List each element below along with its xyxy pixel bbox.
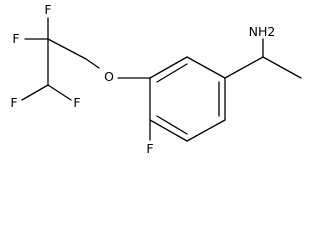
structural-formula: F F F F O F NH2: [10, 2, 302, 156]
ring-double-bond-bottom: [156, 115, 188, 135]
ring-bond-5: [149, 119, 188, 142]
atom-oxygen: O: [104, 69, 114, 84]
atom-f-bottom-left: F: [10, 95, 17, 110]
ring-bond-2: [186, 56, 226, 79]
bond-ch2-o: [85, 58, 100, 69]
ring-bond-4: [186, 119, 226, 142]
atom-f-left: F: [12, 31, 19, 46]
bond-ring-ch: [224, 56, 264, 79]
atom-labels: F F F F O F NH2: [10, 2, 275, 156]
bond-ch-ch3: [262, 56, 302, 79]
atom-f-bottom-right: F: [73, 95, 80, 110]
bond-chf2-f-left: [21, 84, 49, 101]
bonds: [21, 17, 302, 142]
bond-chf2-f-right: [47, 84, 72, 101]
atom-f-ring: F: [146, 141, 153, 156]
atom-f-top: F: [44, 2, 51, 17]
ring-double-bond-top: [156, 63, 188, 83]
bond-cf2-ch2: [47, 38, 87, 60]
atom-amine: NH2: [249, 24, 276, 39]
ring-bond-1: [149, 56, 188, 79]
